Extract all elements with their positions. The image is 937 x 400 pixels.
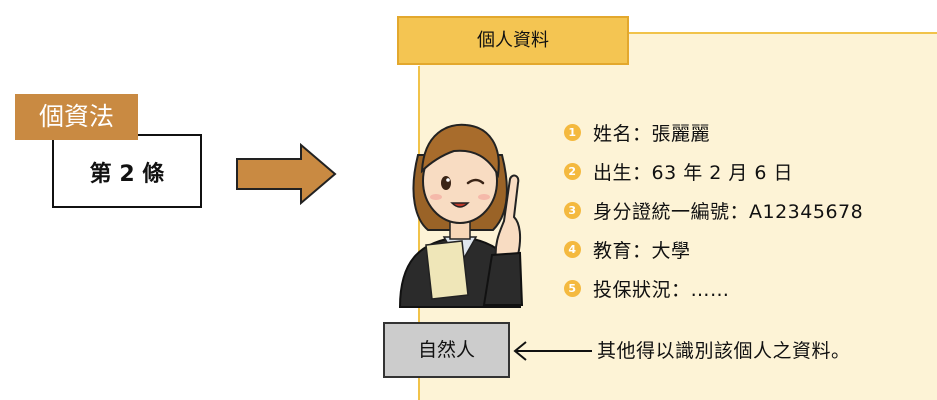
list-item-text: 身分證統一編號：A12345678	[593, 201, 864, 223]
list-item: 3 身分證統一編號：A12345678	[564, 191, 863, 230]
article-number-box: 第 2 條	[52, 134, 202, 208]
number-badge: 2	[564, 163, 581, 180]
panel-title-tab: 個人資料	[397, 16, 629, 65]
number-badge: 3	[564, 202, 581, 219]
list-item: 1 姓名：張麗麗	[564, 113, 863, 152]
number-badge: 4	[564, 241, 581, 258]
right-arrow-icon	[236, 143, 337, 205]
other-identifiable-data-text: 其他得以識別該個人之資料。	[597, 340, 851, 362]
list-item-text: 姓名：張麗麗	[593, 123, 711, 145]
number-badge: 1	[564, 124, 581, 141]
number-badge: 5	[564, 280, 581, 297]
panel-left-border	[418, 66, 420, 400]
list-item: 4 教育：大學	[564, 230, 863, 269]
left-arrow-icon	[513, 341, 592, 361]
panel-top-border	[629, 32, 937, 34]
woman-avatar-illustration	[398, 123, 524, 308]
list-item: 2 出生：63 年 2 月 6 日	[564, 152, 863, 191]
list-item-text: 出生：63 年 2 月 6 日	[593, 162, 794, 184]
personal-data-list: 1 姓名：張麗麗 2 出生：63 年 2 月 6 日 3 身分證統一編號：A12…	[564, 113, 863, 308]
natural-person-box: 自然人	[383, 322, 510, 378]
list-item: 5 投保狀況：……	[564, 269, 863, 308]
list-item-text: 教育：大學	[593, 240, 691, 262]
law-name-tag: 個資法	[15, 94, 138, 140]
list-item-text: 投保狀況：……	[593, 279, 730, 301]
